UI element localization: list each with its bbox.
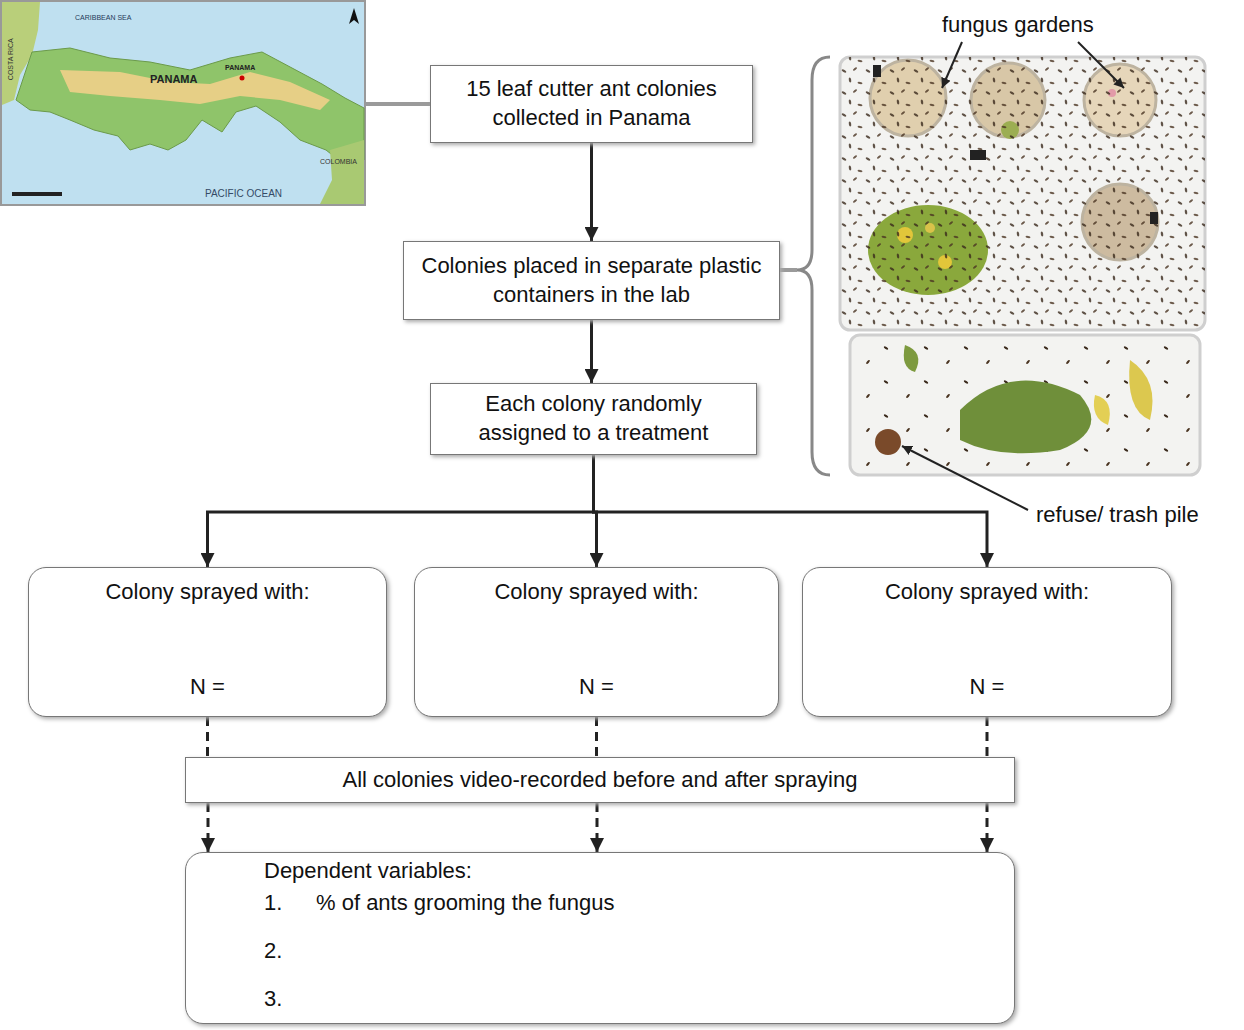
box-text: 15 leaf cutter ant colonies collected in… (445, 75, 738, 132)
colony-photo (840, 57, 1205, 475)
map-label: PACIFIC OCEAN (205, 188, 282, 200)
box-subtext: N = (579, 673, 614, 702)
arrow-connector (590, 143, 593, 241)
box-subtext: N = (970, 673, 1005, 702)
map-frame (1, 1, 365, 205)
leader-line (1078, 42, 1124, 88)
dashed-connector (595, 717, 598, 757)
map-label: PANAMA (225, 64, 255, 72)
dashed-connector (207, 803, 210, 852)
variables-box: Dependent variables: 1. % of ants grooming… (185, 852, 1015, 1024)
callout-label: fungus gardens (942, 12, 1094, 38)
land-panama (16, 48, 364, 166)
treatment-box: Colony sprayed with: N = (28, 567, 387, 717)
arrow-connector (594, 455, 988, 567)
treatment-box: Colony sprayed with: N = (414, 567, 779, 717)
land-colombia (320, 140, 364, 204)
box-text: Colony sprayed with: (105, 578, 309, 607)
map-leader (365, 102, 430, 106)
arrow-connector (590, 320, 593, 383)
land-highlands (60, 70, 330, 110)
leader-line (902, 446, 1028, 510)
map (1, 1, 365, 205)
map-label: CARIBBEAN SEA (75, 14, 131, 22)
box-text: Colony sprayed with: (885, 578, 1089, 607)
compass (349, 8, 359, 24)
leader-line (942, 42, 962, 88)
dashed-connector (986, 717, 989, 757)
process-box: All colonies video-recorded before and a… (185, 757, 1015, 803)
process-box: 15 leaf cutter ant colonies collected in… (430, 65, 753, 143)
city-dot (240, 76, 245, 81)
box-text: Colonies placed in separate plastic cont… (418, 252, 765, 309)
dashed-connector (206, 717, 209, 757)
process-box: Colonies placed in separate plastic cont… (403, 241, 780, 320)
box-text: Each colony randomly assigned to a treat… (445, 390, 742, 447)
photo-leader (780, 268, 797, 272)
box-subtext: 2. (264, 937, 282, 966)
map-label: COSTA RICA (7, 38, 15, 80)
bracket (797, 57, 830, 475)
arrow-connector (208, 455, 594, 567)
treatment-box: Colony sprayed with: N = (802, 567, 1172, 717)
box-subtext: % of ants grooming the fungus (316, 889, 614, 918)
scale-bar (12, 192, 62, 196)
map-label: COLOMBIA (320, 158, 357, 166)
dashed-connector (596, 803, 599, 852)
map-label: PANAMA (150, 73, 197, 86)
callout-label: refuse/ trash pile (1036, 502, 1199, 528)
box-subtext: N = (190, 673, 225, 702)
box-text: Colony sprayed with: (494, 578, 698, 607)
dashed-connector (986, 803, 989, 852)
box-subtext: 1. (264, 889, 282, 918)
box-text: All colonies video-recorded before and a… (343, 766, 858, 795)
process-box: Each colony randomly assigned to a treat… (430, 383, 757, 455)
box-subtext: 3. (264, 985, 282, 1014)
box-text: Dependent variables: (264, 857, 472, 886)
